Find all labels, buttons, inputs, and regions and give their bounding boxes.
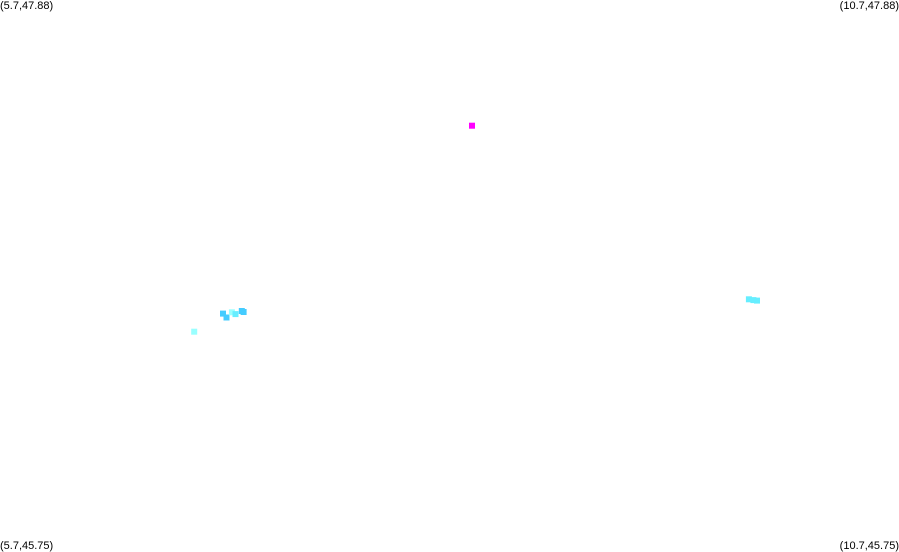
corner-label-top-left: (5.7,47.88) [0,0,54,12]
marker-west-2 [220,310,226,317]
marker-west-3 [223,314,230,321]
marker-east-3 [754,297,760,304]
corner-label-bottom-right: (10.7,45.75) [839,540,899,552]
marker-west-7 [240,309,247,315]
marker-east-2 [750,297,757,304]
corner-label-bottom-left: (5.7,45.75) [0,540,54,552]
marker-east-1 [745,296,752,303]
marker-west-1 [191,328,198,335]
marker-west-5 [232,311,239,318]
marker-west-4 [228,309,235,316]
marker-magenta [469,122,475,129]
marker-layer [191,122,760,335]
corner-label-top-right: (10.7,47.88) [839,0,899,12]
